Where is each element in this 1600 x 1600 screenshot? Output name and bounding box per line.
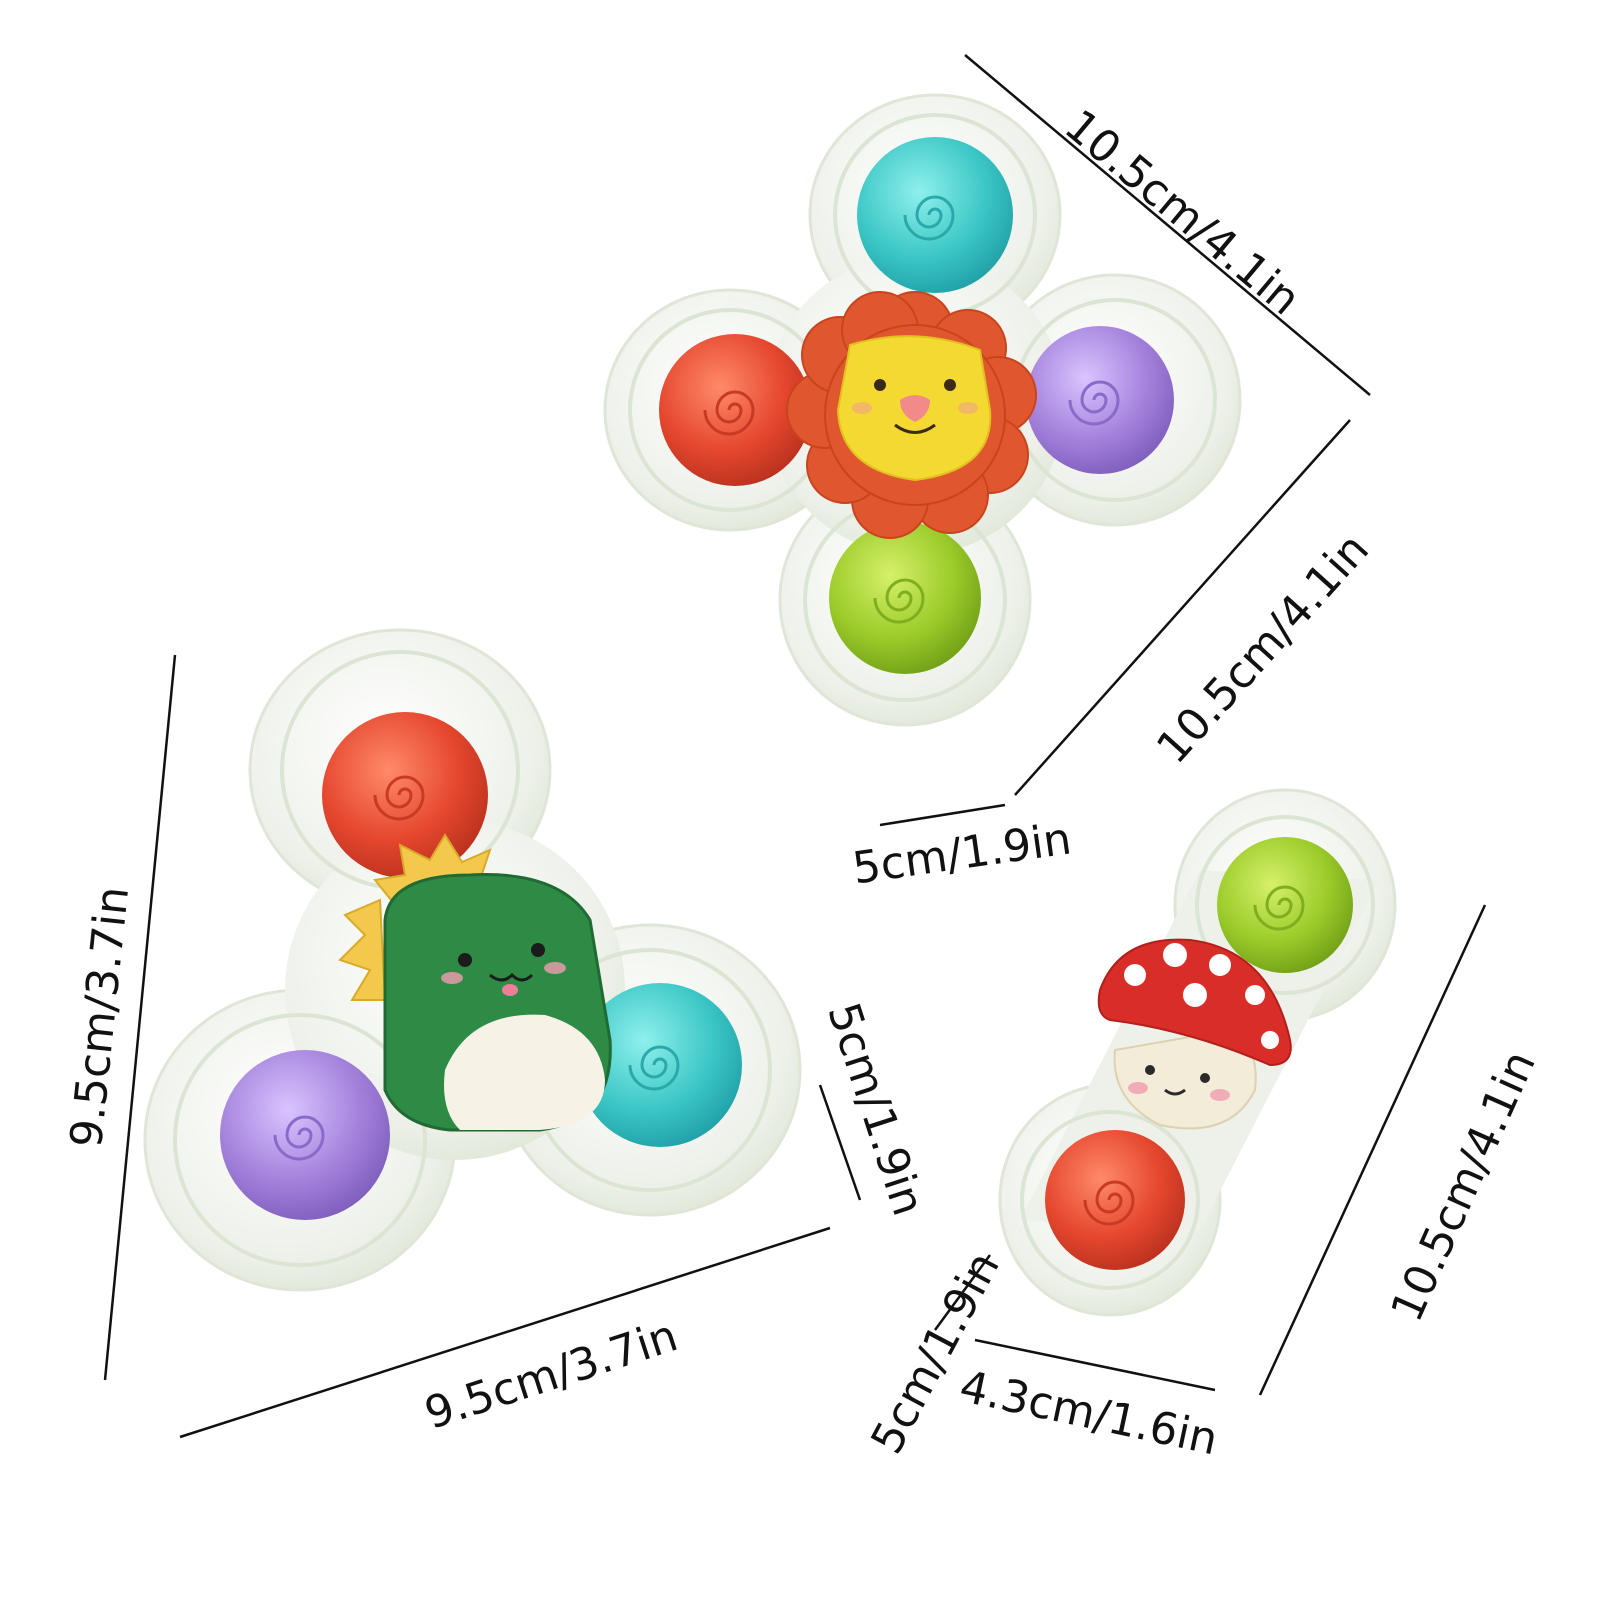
pop-button-red[interactable] [659,334,811,486]
dimension-lines [103,54,1487,1439]
mushroom-face [1097,938,1292,1130]
lion-face [786,291,1037,539]
dinosaur-face [338,833,612,1132]
pop-button-red[interactable] [1045,1130,1185,1270]
dimension-line-mushroom-thickness [933,1254,992,1331]
pop-button-green[interactable] [829,522,981,674]
dinosaur-spinner [143,628,802,1292]
pop-button-purple[interactable] [1026,326,1174,474]
mushroom-spinner [998,788,1397,1317]
dimension-line-lion-right [1014,419,1351,796]
dimension-line-mushroom-bottom [974,1338,1216,1392]
dimension-line-dino-bottom [179,1226,831,1439]
dimension-line-dino-thickness [818,1084,862,1201]
lion-spinner [603,93,1242,727]
dimension-line-lion-top [964,54,1371,396]
dimension-line-mushroom-right [1258,904,1487,1396]
pop-button-teal[interactable] [857,137,1013,293]
pop-button-teal[interactable] [578,983,742,1147]
dimension-line-dino-left [103,654,177,1381]
pop-button-green[interactable] [1217,837,1353,973]
dimension-line-lion-thickness [879,803,1006,827]
pop-button-purple[interactable] [220,1050,390,1220]
